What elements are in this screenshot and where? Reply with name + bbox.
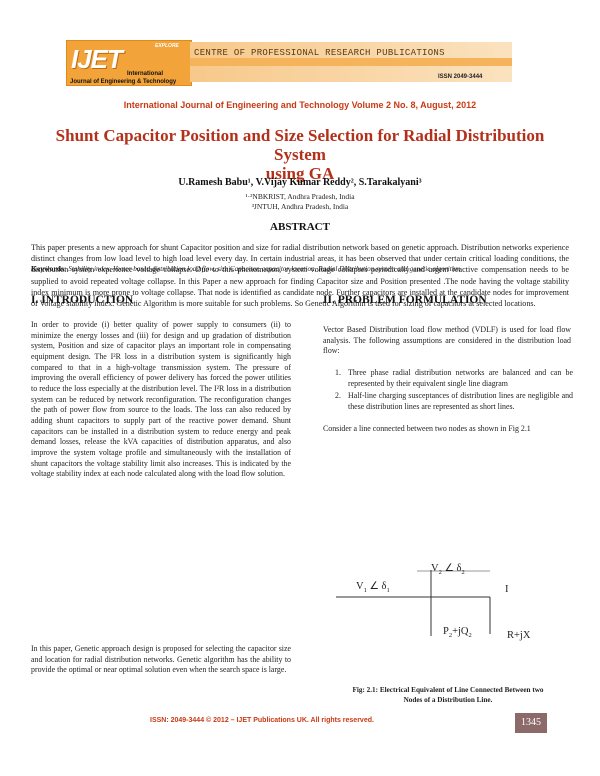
assumption-number: 1. bbox=[335, 368, 341, 377]
abstract-body: This paper presents a new approach for s… bbox=[31, 243, 569, 309]
affiliation-1: ¹·²NBKRIST, Andhra Pradesh, India bbox=[245, 192, 355, 201]
figure-circuit: V2 ∠ δ2 V1 ∠ δ1 I P2+jQ2 R+jX bbox=[323, 446, 573, 682]
figure-caption-line-2: Nodes of a Distribution Line. bbox=[403, 695, 493, 704]
logo-international: International bbox=[127, 71, 164, 77]
current-label: I bbox=[505, 584, 509, 595]
intro-heading: I. INTRODUCTION bbox=[31, 294, 134, 306]
keywords: Keywords: Stability index, Vector based … bbox=[31, 264, 571, 273]
page-footer: ISSN: 2049-3444 © 2012 – IJET Publicatio… bbox=[0, 713, 600, 735]
banner-strip-band bbox=[190, 58, 512, 66]
load-label: P2+jQ2 bbox=[443, 626, 472, 640]
title-line-1: Shunt Capacitor Position and Size Select… bbox=[55, 126, 545, 164]
figure-caption-line-1: Fig: 2.1: Electrical Equivalent of Line … bbox=[352, 686, 544, 694]
authors: U.Ramesh Babu¹, V.Vijay Kumar Reddy², S.… bbox=[178, 177, 422, 188]
paper-title: Shunt Capacitor Position and Size Select… bbox=[30, 126, 570, 183]
problem-heading: II. PROBLEM FORMULATION bbox=[323, 294, 487, 306]
title-line-2: using GA bbox=[265, 164, 335, 183]
intro-paragraph-2: In this paper, Genetic approach design i… bbox=[31, 644, 291, 675]
logo-text: IJET bbox=[71, 44, 123, 74]
keywords-label: Keywords: bbox=[31, 264, 67, 273]
assumption-text: Half-line charging susceptances of distr… bbox=[348, 391, 573, 411]
logo-journal: Journal of Engineering & Technology bbox=[70, 79, 177, 85]
banner-issn: ISSN 2049-3444 bbox=[438, 74, 483, 80]
v1-label: V1 ∠ δ1 bbox=[356, 581, 390, 595]
assumption-item: 1. Three phase radial distribution netwo… bbox=[323, 368, 573, 389]
v2-label: V2 ∠ δ2 bbox=[431, 563, 465, 577]
affiliation-2: ³JNTUH, Andhra Pradesh, India bbox=[251, 202, 349, 211]
logo-explore: EXPLORE bbox=[155, 43, 179, 49]
journal-line: International Journal of Engineering and… bbox=[123, 100, 477, 110]
impedance-label: R+jX bbox=[507, 630, 531, 641]
assumption-number: 2. bbox=[335, 391, 341, 400]
journal-banner: IJET EXPLORE International Journal of En… bbox=[66, 38, 512, 90]
ijet-logo: IJET EXPLORE International Journal of En… bbox=[66, 40, 192, 86]
banner-centre-text: CENTRE OF PROFESSIONAL RESEARCH PUBLICAT… bbox=[194, 48, 445, 58]
intro-paragraph-1: In order to provide (i) better quality o… bbox=[31, 320, 291, 479]
assumption-item: 2. Half-line charging susceptances of di… bbox=[323, 391, 573, 412]
problem-paragraph-2: Consider a line connected between two no… bbox=[323, 424, 531, 433]
abstract-heading: ABSTRACT bbox=[270, 221, 330, 233]
circuit-diagram bbox=[336, 570, 491, 636]
footer-copyright: ISSN: 2049-3444 © 2012 – IJET Publicatio… bbox=[150, 717, 374, 724]
problem-paragraph-1: Vector Based Distribution load flow meth… bbox=[323, 325, 571, 356]
assumptions-list: 1. Three phase radial distribution netwo… bbox=[323, 368, 573, 414]
figure-caption: Fig: 2.1: Electrical Equivalent of Line … bbox=[323, 686, 573, 705]
assumption-text: Three phase radial distribution networks… bbox=[348, 368, 573, 388]
page-number: 1345 bbox=[515, 713, 547, 733]
keywords-text: Stability index, Vector based distributi… bbox=[68, 265, 461, 273]
